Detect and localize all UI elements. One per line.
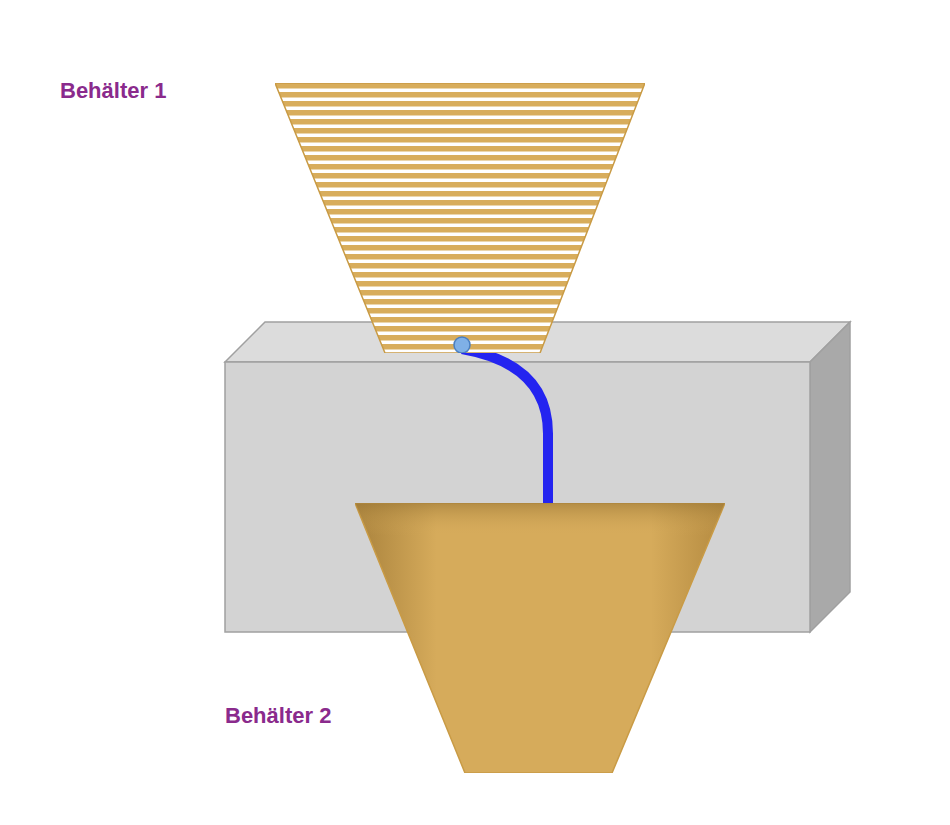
hose: [462, 349, 548, 503]
outlet-valve: [454, 337, 470, 353]
container-label: Behälter 1: [60, 78, 166, 104]
block-side: [810, 322, 850, 632]
container-label: Behälter 2: [225, 703, 331, 729]
container: Behälter 1: [60, 78, 645, 353]
container-shape: [355, 503, 725, 773]
container: Behälter 2: [222, 503, 725, 773]
container-shape: [275, 83, 645, 353]
